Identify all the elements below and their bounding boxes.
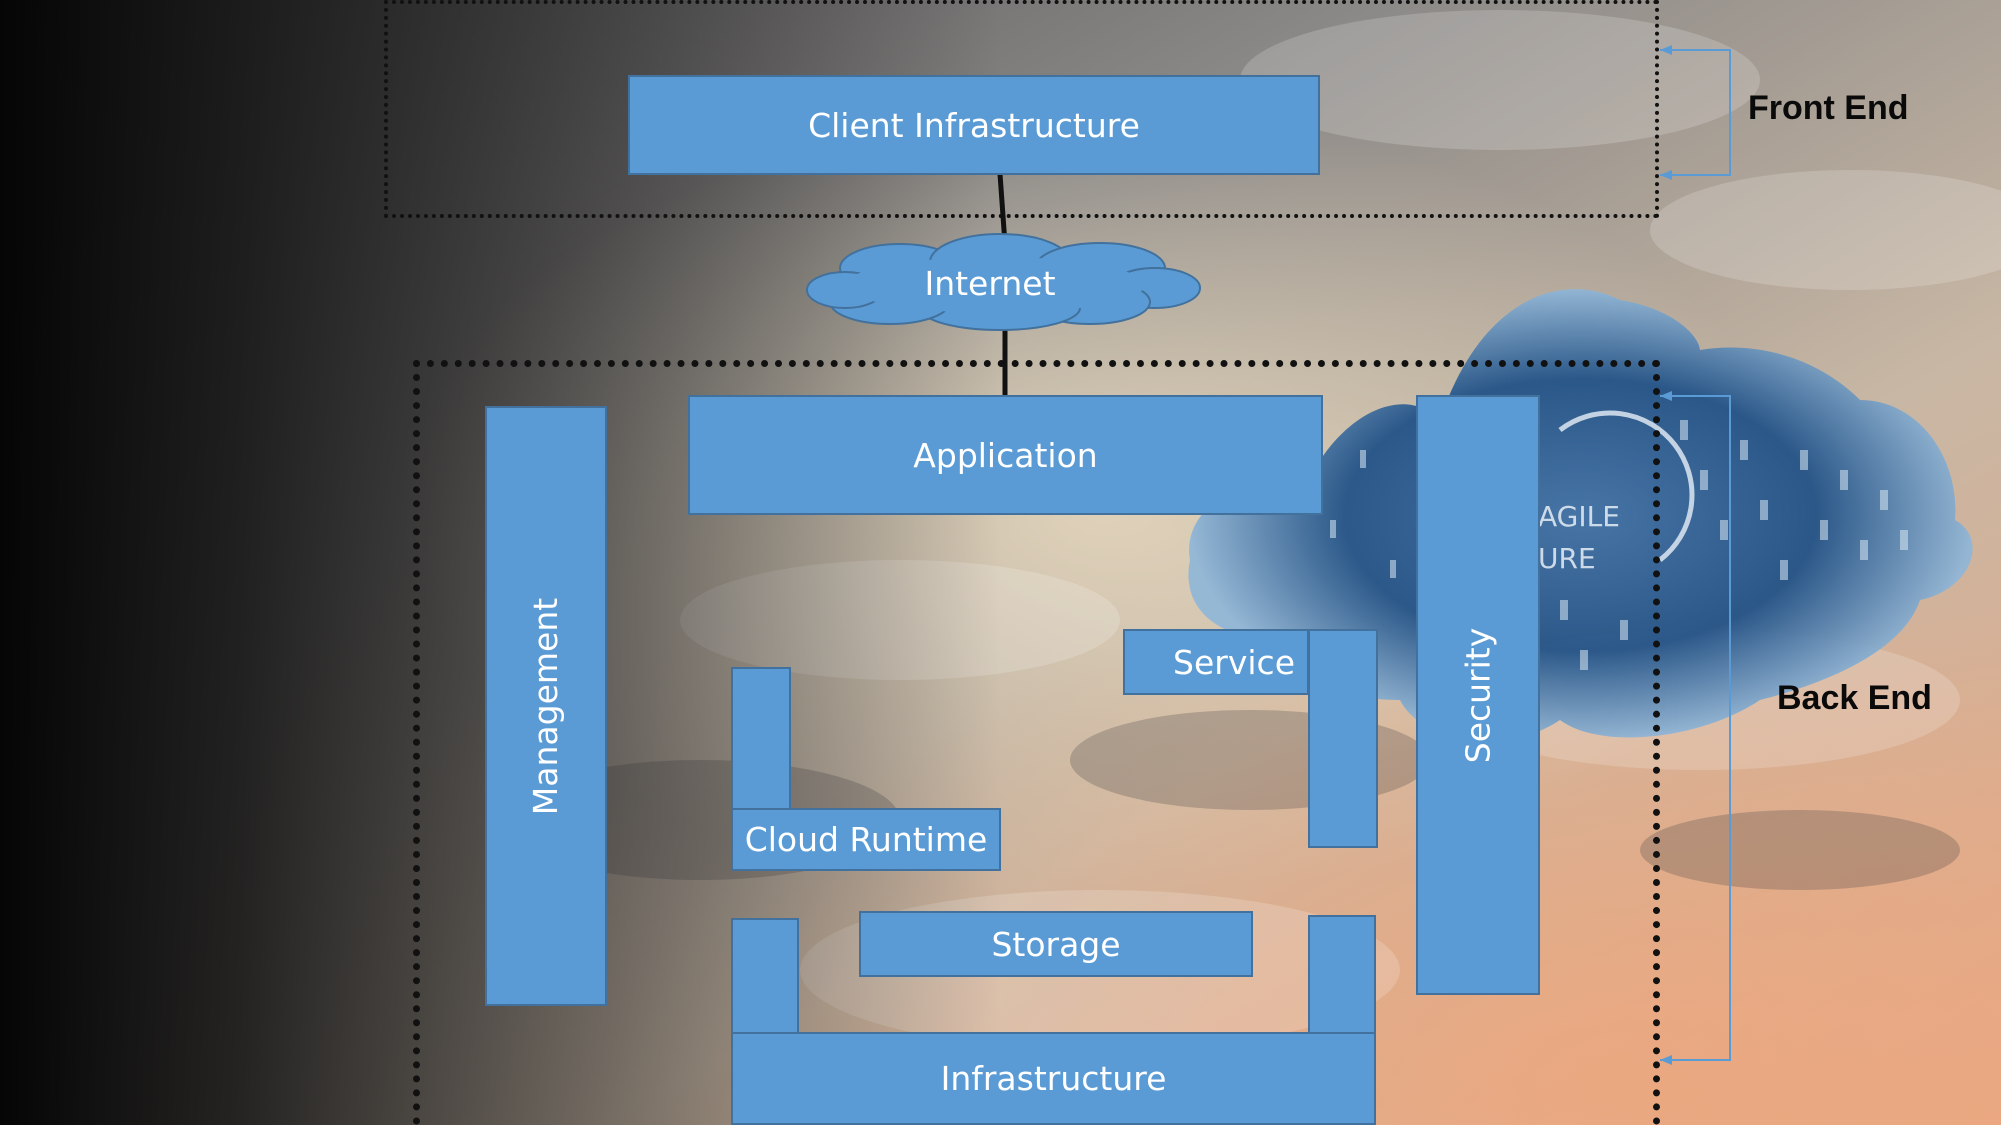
- service-box: Service: [1123, 629, 1309, 695]
- front-end-boundary: [384, 0, 1659, 218]
- front-end-bracket: [1660, 49, 1731, 176]
- cloud-runtime-label: Cloud Runtime: [744, 820, 988, 859]
- infrastructure-right-post: [1308, 915, 1376, 1036]
- management-box: Management: [485, 406, 607, 1006]
- application-box: Application: [688, 395, 1323, 515]
- watermark-text-2: URE: [1538, 542, 1596, 575]
- infrastructure-left-post: [731, 918, 799, 1036]
- client-internet-line: [997, 173, 1008, 245]
- storage-label: Storage: [991, 924, 1121, 964]
- back-end-bracket: [1660, 395, 1731, 1061]
- back-end-boundary: [413, 360, 1660, 1125]
- client-infrastructure-box: Client Infrastructure: [628, 75, 1320, 175]
- service-vertical-bar: [1308, 629, 1378, 848]
- cloud-runtime-vertical-bar: [731, 667, 791, 810]
- client-infrastructure-label: Client Infrastructure: [808, 105, 1140, 145]
- application-label: Application: [913, 435, 1098, 475]
- storage-box: Storage: [859, 911, 1253, 977]
- front-end-label: Front End: [1748, 89, 1909, 127]
- internet-label: Internet: [924, 264, 1056, 303]
- cloud-runtime-box: Cloud Runtime: [731, 808, 1001, 871]
- service-label: Service: [1173, 642, 1295, 682]
- security-box: Security: [1416, 395, 1540, 995]
- infrastructure-box: Infrastructure: [731, 1032, 1376, 1125]
- internet-cloud-shape: [806, 233, 1201, 331]
- security-label: Security: [1458, 627, 1498, 763]
- watermark-text-1: AGILE: [1538, 500, 1620, 533]
- back-end-label: Back End: [1777, 679, 1932, 717]
- infrastructure-label: Infrastructure: [940, 1059, 1167, 1098]
- management-label: Management: [526, 597, 566, 815]
